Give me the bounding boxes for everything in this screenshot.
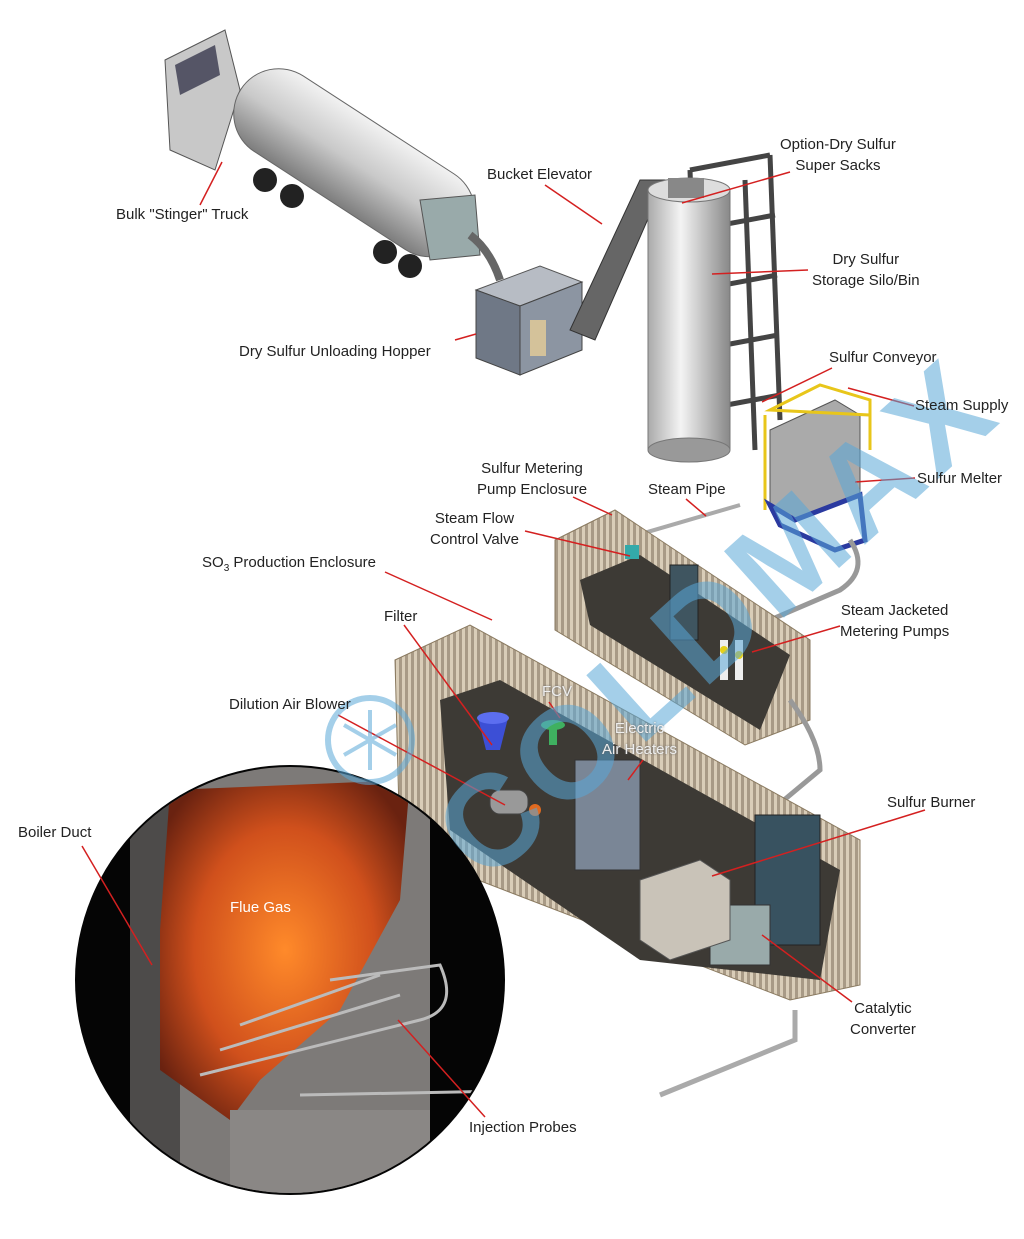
unloading-hopper bbox=[474, 265, 584, 376]
storage-silo bbox=[647, 177, 731, 463]
label-bucket-elevator: Bucket Elevator bbox=[487, 166, 593, 183]
label-fcv: FCV bbox=[542, 683, 572, 700]
label-line: Storage Silo/Bin bbox=[812, 272, 920, 289]
leader-lines bbox=[81, 161, 926, 1118]
label-melter: Sulfur Melter bbox=[917, 470, 1003, 487]
boiler-duct-cutaway bbox=[75, 765, 505, 1195]
label-part: SO bbox=[202, 554, 224, 571]
label-boiler-duct: Boiler Duct bbox=[18, 824, 92, 841]
sulfur-melter bbox=[763, 383, 872, 623]
label-filter: Filter bbox=[384, 608, 418, 625]
so3-production-enclosure bbox=[394, 624, 861, 1001]
label-line: Dry Sulfur bbox=[832, 251, 900, 268]
label-burner: Sulfur Burner bbox=[887, 794, 976, 811]
label-line: Catalytic bbox=[854, 1000, 912, 1017]
label-hopper: Dry Sulfur Unloading Hopper bbox=[239, 343, 431, 360]
label-line: Control Valve bbox=[430, 531, 519, 548]
label-steam-pipe: Steam Pipe bbox=[648, 481, 726, 498]
label-blower: Dilution Air Blower bbox=[229, 696, 351, 713]
label-subscript: 3 bbox=[223, 563, 230, 574]
label-line: Metering Pumps bbox=[840, 623, 950, 640]
pump-enclosure bbox=[554, 509, 811, 746]
label-part: Production Enclosure bbox=[229, 554, 376, 571]
label-so3-enclosure: SO3 Production Enclosure bbox=[202, 552, 376, 579]
label-truck: Bulk "Stinger" Truck bbox=[116, 206, 249, 223]
label-conveyor: Sulfur Conveyor bbox=[829, 349, 937, 366]
stinger-truck bbox=[164, 29, 504, 282]
label-line: Option-Dry Sulfur bbox=[780, 136, 896, 153]
label-steam-supply: Steam Supply bbox=[915, 397, 1009, 414]
label-line: Steam Flow bbox=[434, 510, 515, 527]
label-line: Super Sacks bbox=[795, 157, 881, 174]
label-flue-gas: Flue Gas bbox=[230, 899, 291, 916]
label-line: Steam Jacketed bbox=[840, 602, 949, 619]
label-line: Electric bbox=[614, 720, 665, 737]
label-line: Pump Enclosure bbox=[477, 481, 588, 498]
label-line: Sulfur Metering bbox=[481, 460, 583, 477]
label-injection-probes: Injection Probes bbox=[469, 1119, 577, 1136]
label-line: Converter bbox=[850, 1021, 916, 1038]
label-line: Air Heaters bbox=[602, 741, 678, 758]
